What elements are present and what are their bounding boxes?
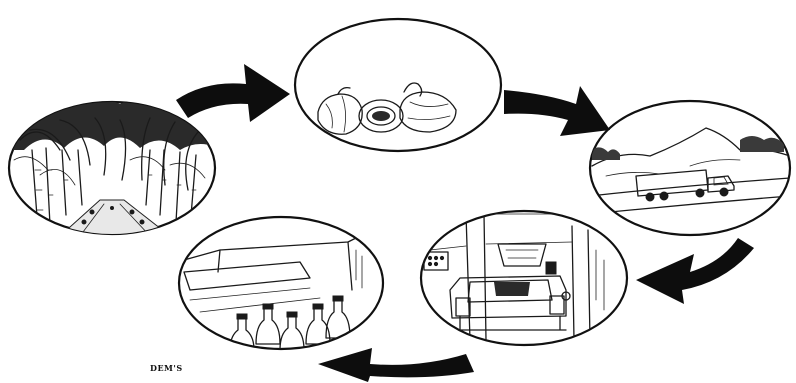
artist-signature: DEM'S	[150, 363, 183, 373]
stage-bottling-frame	[179, 217, 383, 349]
arrow-plantation-to-coconuts	[176, 64, 290, 122]
stage-transport-frame	[590, 101, 790, 235]
stage-bottling	[179, 217, 383, 350]
stage-processing	[421, 211, 627, 345]
arrow-transport-to-processing	[636, 238, 754, 304]
stage-plantation	[8, 97, 222, 236]
arrow-coconuts-to-transport	[504, 86, 610, 136]
arrow-processing-to-bottling	[318, 348, 474, 382]
stage-coconuts-frame	[295, 19, 501, 151]
stage-transport	[590, 101, 790, 235]
stage-coconuts	[295, 19, 501, 151]
